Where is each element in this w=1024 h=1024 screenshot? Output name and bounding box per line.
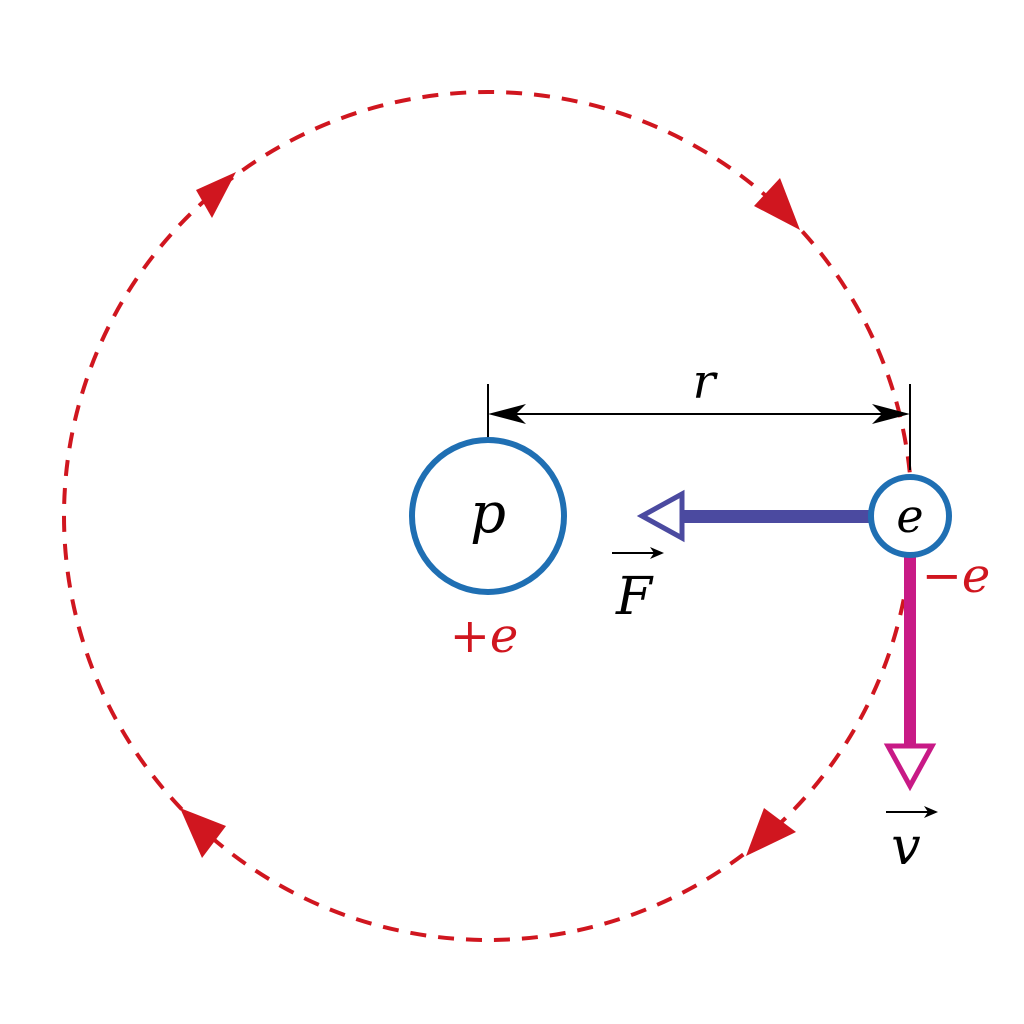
orbit-arrow-top-right — [754, 178, 800, 230]
nucleus-charge: +e — [450, 608, 519, 664]
orbit-arrow-bottom-right — [746, 808, 796, 856]
electron-circle — [868, 474, 952, 558]
radius-arrowhead-left — [488, 404, 526, 424]
electron-symbol: e — [896, 489, 923, 543]
velocity-arrowhead — [883, 743, 937, 792]
radius-dimension — [487, 384, 911, 470]
force-vector-symbol: F — [612, 547, 664, 627]
orbit-arrow-top-left — [196, 172, 236, 218]
force-arrowhead — [636, 489, 685, 543]
velocity-vector-bar-head — [924, 806, 938, 818]
velocity-arrow-shaft — [904, 554, 916, 748]
force-arrow — [636, 489, 872, 543]
electron-charge: −e — [922, 548, 991, 604]
orbit-arrow-bottom-left — [180, 808, 226, 858]
force-vector-bar-head — [650, 547, 664, 559]
velocity-arrow — [883, 554, 937, 792]
nucleus-symbol: p — [470, 481, 506, 546]
velocity-vector-symbol: v — [886, 806, 938, 877]
force-label: F — [615, 567, 654, 627]
velocity-label: v — [891, 817, 920, 877]
orbit-direction-arrows — [180, 172, 800, 858]
radius-label: r — [693, 354, 719, 410]
radius-arrowhead-right — [872, 404, 910, 424]
nucleus-circle — [409, 437, 567, 595]
force-arrow-shaft — [680, 510, 872, 523]
